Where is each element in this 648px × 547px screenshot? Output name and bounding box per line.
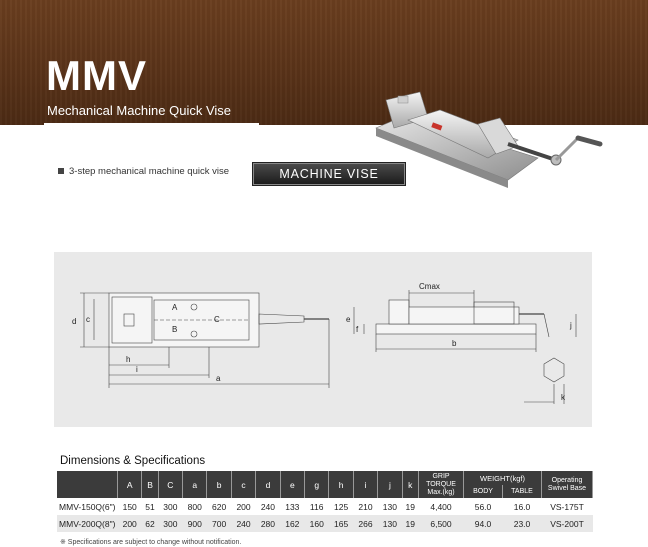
body-weight-cell: 56.0 bbox=[463, 498, 503, 515]
cell: 240 bbox=[255, 498, 281, 515]
torque-cell: 4,400 bbox=[418, 498, 464, 515]
dim-label-j: j bbox=[569, 321, 572, 330]
feature-text: 3-step mechanical machine quick vise bbox=[69, 166, 229, 177]
cell: 19 bbox=[402, 515, 419, 532]
header-band bbox=[0, 0, 648, 125]
dim-label-c: c bbox=[86, 315, 90, 324]
cell: 200 bbox=[231, 498, 256, 515]
cell: 900 bbox=[182, 515, 207, 532]
model-cell: MMV-200Q(8") bbox=[57, 515, 118, 532]
col-header: k bbox=[402, 471, 420, 498]
table-weight-cell: 23.0 bbox=[502, 515, 542, 532]
cell: 162 bbox=[280, 515, 305, 532]
dim-label-a: a bbox=[216, 374, 221, 383]
model-header bbox=[57, 471, 118, 498]
dim-label-f: f bbox=[356, 325, 359, 334]
cell: 700 bbox=[206, 515, 232, 532]
swivel-cell: VS-175T bbox=[541, 498, 593, 515]
feature-bullet: 3-step mechanical machine quick vise bbox=[58, 166, 229, 177]
title-underline bbox=[44, 123, 259, 125]
dim-label-A: A bbox=[172, 303, 178, 312]
dim-label-B: B bbox=[172, 325, 177, 334]
cell: 125 bbox=[328, 498, 354, 515]
table-header: TABLE bbox=[502, 485, 542, 498]
bullet-square-icon bbox=[58, 168, 64, 175]
col-header: i bbox=[353, 471, 379, 498]
col-header: g bbox=[304, 471, 330, 498]
cell: 300 bbox=[158, 498, 183, 515]
col-header: B bbox=[141, 471, 159, 498]
dim-label-i: i bbox=[136, 365, 138, 374]
page-subtitle: Mechanical Machine Quick Vise bbox=[47, 103, 232, 118]
swivel-cell: VS-200T bbox=[541, 515, 593, 532]
page-title: MMV bbox=[46, 52, 147, 99]
cell: 130 bbox=[377, 498, 403, 515]
cell: 160 bbox=[304, 515, 329, 532]
table-row: MMV-200Q(8") 200 62 300 900 700 240 280 … bbox=[57, 515, 593, 532]
col-header: h bbox=[328, 471, 354, 498]
cell: 800 bbox=[182, 498, 207, 515]
cell: 116 bbox=[304, 498, 329, 515]
cell: 165 bbox=[328, 515, 354, 532]
col-header: a bbox=[182, 471, 208, 498]
body-header: BODY bbox=[463, 485, 503, 498]
weight-header: WEIGHT(kgf) bbox=[463, 471, 542, 485]
cell: 19 bbox=[402, 498, 419, 515]
col-header: C bbox=[158, 471, 184, 498]
cell: 280 bbox=[255, 515, 281, 532]
cell: 62 bbox=[141, 515, 159, 532]
col-header: c bbox=[231, 471, 257, 498]
col-header: A bbox=[117, 471, 143, 498]
dim-label-cmax: Cmax bbox=[419, 282, 440, 291]
col-header: j bbox=[377, 471, 403, 498]
col-header: e bbox=[280, 471, 306, 498]
cell: 240 bbox=[231, 515, 256, 532]
machine-vise-badge: MACHINE VISE bbox=[253, 163, 405, 185]
col-header: d bbox=[255, 471, 281, 498]
dim-label-d: d bbox=[72, 317, 76, 326]
cell: 620 bbox=[206, 498, 232, 515]
col-header: b bbox=[206, 471, 232, 498]
cell: 200 bbox=[117, 515, 142, 532]
cell: 150 bbox=[117, 498, 142, 515]
cell: 130 bbox=[377, 515, 403, 532]
vise-product-image bbox=[375, 91, 603, 188]
torque-cell: 6,500 bbox=[418, 515, 464, 532]
disclaimer-note: ※ Specifications are subject to change w… bbox=[60, 539, 242, 546]
body-weight-cell: 94.0 bbox=[463, 515, 503, 532]
model-cell: MMV-150Q(6") bbox=[57, 498, 118, 515]
dimension-drawing: d c A B C h i a Cmax e b f j k bbox=[72, 282, 577, 404]
cell: 210 bbox=[353, 498, 378, 515]
dim-label-e: e bbox=[346, 315, 351, 324]
cell: 300 bbox=[158, 515, 183, 532]
dim-label-C: C bbox=[214, 315, 220, 324]
cell: 51 bbox=[141, 498, 159, 515]
table-weight-cell: 16.0 bbox=[502, 498, 542, 515]
dim-label-k: k bbox=[561, 393, 566, 402]
cell: 266 bbox=[353, 515, 378, 532]
dim-label-h: h bbox=[126, 355, 130, 364]
specs-title: Dimensions & Specifications bbox=[60, 455, 206, 467]
table-row: MMV-150Q(6") 150 51 300 800 620 200 240 … bbox=[57, 498, 593, 515]
dim-label-b: b bbox=[452, 339, 457, 348]
cell: 133 bbox=[280, 498, 305, 515]
